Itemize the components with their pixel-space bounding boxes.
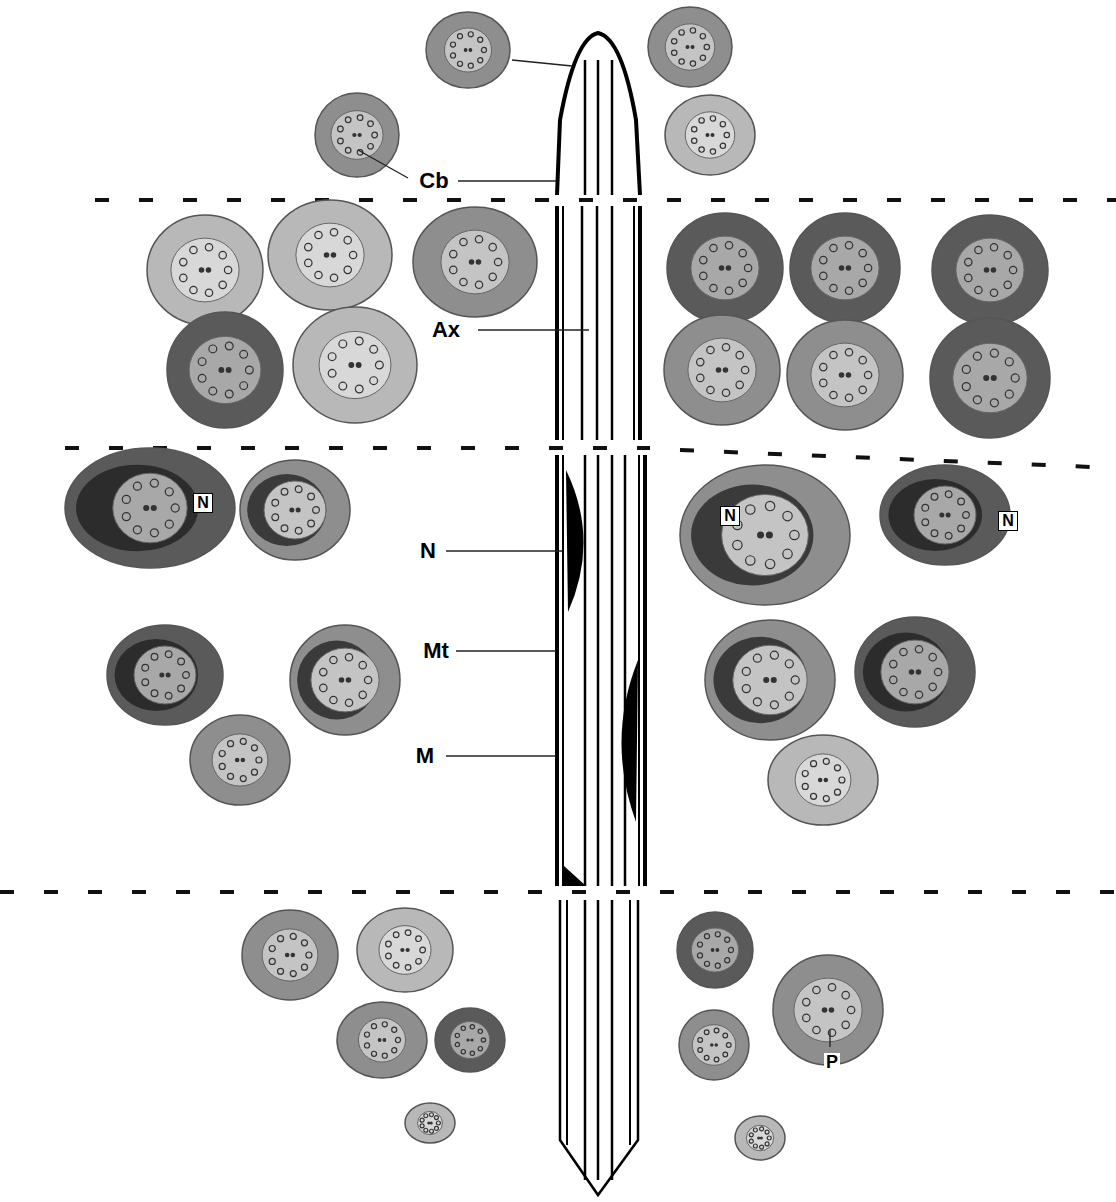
image-label: N <box>720 506 740 526</box>
cross-section <box>648 7 732 87</box>
part-label: Mt <box>421 639 451 663</box>
cross-section <box>773 955 883 1065</box>
cross-section <box>680 465 850 605</box>
cross-section <box>413 207 537 317</box>
sperm-schematic <box>557 33 645 1195</box>
cross-section <box>290 625 400 735</box>
section-divider <box>0 890 1116 894</box>
cross-section <box>147 215 263 325</box>
cross-section <box>665 95 755 175</box>
image-label: N <box>998 511 1018 531</box>
part-label: M <box>414 744 436 768</box>
part-label: Ax <box>430 318 462 342</box>
cross-section <box>426 12 510 88</box>
leader-line <box>456 650 556 651</box>
cross-section <box>705 620 835 740</box>
cross-section <box>337 1002 427 1078</box>
cross-section <box>435 1008 505 1072</box>
cross-section <box>107 625 223 725</box>
cross-section <box>667 213 783 323</box>
cross-section <box>315 93 399 177</box>
section-divider <box>95 198 1116 202</box>
cross-section <box>677 912 753 988</box>
cross-section <box>240 460 350 560</box>
cross-section <box>932 215 1048 325</box>
cross-section <box>768 735 878 825</box>
leader-line <box>446 550 562 551</box>
section-divider <box>680 450 1116 468</box>
cross-section <box>167 312 283 428</box>
cross-section <box>787 320 903 430</box>
cross-section <box>930 318 1050 438</box>
part-label: P <box>824 1053 840 1071</box>
cross-section <box>65 448 235 568</box>
cross-section <box>293 307 417 423</box>
cross-section <box>190 715 290 805</box>
cross-section <box>357 908 453 992</box>
cross-section <box>880 465 1010 565</box>
part-label: N <box>418 539 438 563</box>
part-label: Cb <box>417 169 450 193</box>
leader-line <box>358 150 408 178</box>
cross-section <box>664 315 780 425</box>
cross-section <box>405 1103 455 1143</box>
cross-section <box>268 200 392 310</box>
cross-section <box>790 213 900 323</box>
leader-line <box>829 1030 830 1047</box>
cross-section <box>735 1116 785 1160</box>
cross-section <box>242 910 338 1000</box>
cross-section <box>855 617 975 727</box>
leader-line <box>458 180 556 181</box>
leader-line <box>446 755 556 756</box>
image-label: N <box>193 493 213 513</box>
leader-line <box>478 329 589 330</box>
cross-section <box>679 1010 749 1080</box>
leader-line <box>512 60 572 66</box>
